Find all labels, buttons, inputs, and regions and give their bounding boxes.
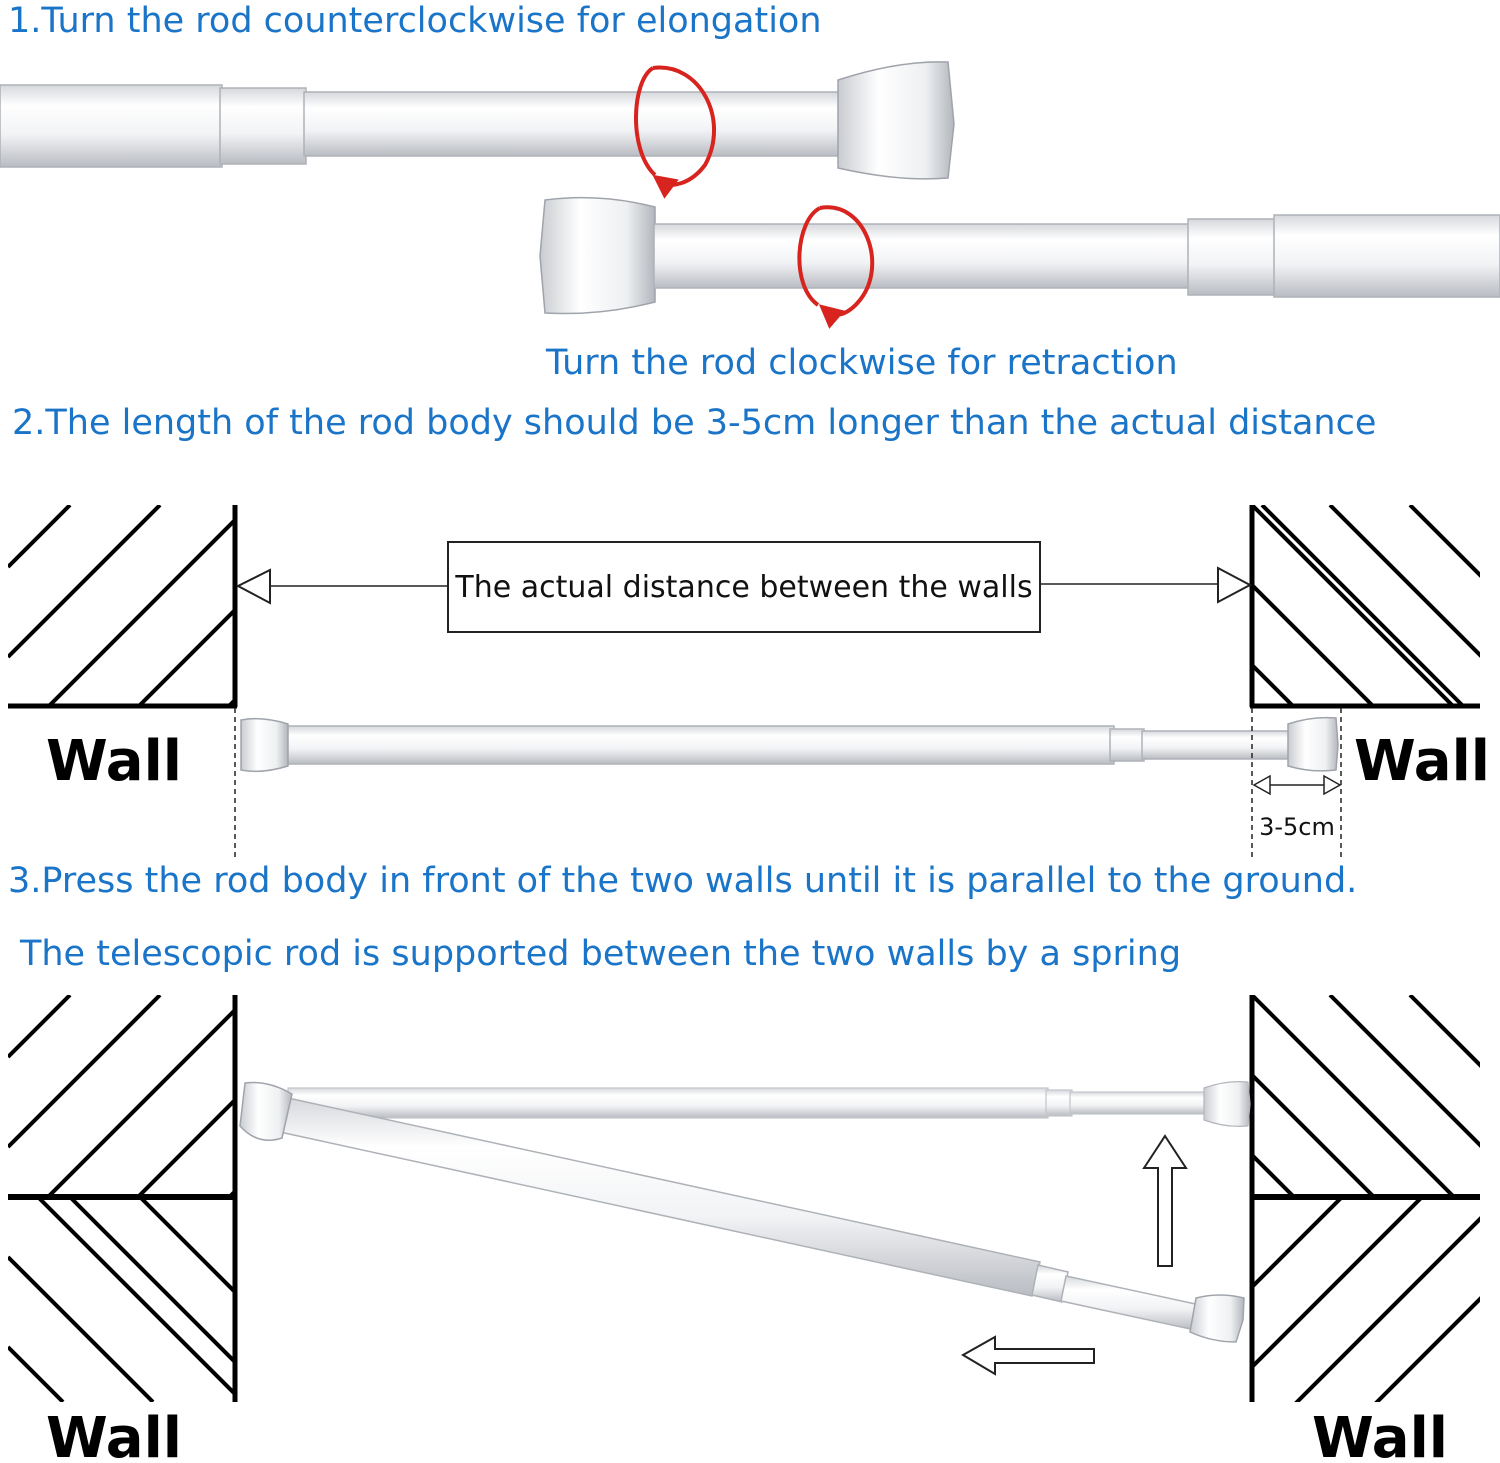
arrow-up-icon	[1142, 1134, 1188, 1267]
dashed-guides	[234, 708, 1342, 860]
step3-caption: 3.Press the rod body in front of the two…	[8, 861, 1357, 901]
rod-elongation	[0, 61, 955, 180]
rod-end-cap	[1189, 1294, 1245, 1343]
wall-label-bottom-left: Wall	[46, 1406, 182, 1463]
rod-end-cap	[1287, 716, 1339, 772]
retraction-caption: Turn the rod clockwise for retraction	[545, 343, 1178, 383]
bottom-right-wall	[1249, 995, 1480, 1402]
rod-end-cap	[239, 1081, 293, 1141]
rod-tilted	[239, 1081, 1245, 1343]
wall-label-right: Wall	[1354, 729, 1490, 794]
rod-end-cap	[837, 61, 955, 180]
extra-length-dimension: 3-5cm	[1252, 774, 1342, 841]
rod-end-cap	[539, 196, 656, 315]
bottom-left-wall	[8, 995, 238, 1402]
rotate-counterclockwise-icon	[634, 65, 716, 199]
arrow-left-icon	[961, 1335, 1095, 1376]
step3-subcaption: The telescopic rod is supported between …	[19, 934, 1181, 974]
distance-label-box	[447, 541, 1041, 633]
step2-caption: 2.The length of the rod body should be 3…	[12, 403, 1376, 443]
rod-measurement	[240, 716, 1339, 773]
rod-horizontal	[287, 1081, 1251, 1127]
distance-label: The actual distance between the walls	[454, 570, 1032, 605]
rod-end-cap	[240, 717, 289, 773]
right-wall	[1249, 505, 1480, 709]
left-wall	[8, 505, 238, 709]
distance-dimension: The actual distance between the walls	[235, 541, 1253, 633]
step1-caption: 1.Turn the rod counterclockwise for elon…	[8, 1, 822, 41]
rotate-clockwise-icon	[797, 205, 875, 329]
arrow-right-icon	[1217, 566, 1253, 604]
rod-retraction	[539, 196, 1500, 315]
extra-length-label: 3-5cm	[1259, 813, 1335, 841]
rod-end-cap	[1203, 1081, 1251, 1127]
wall-label-bottom-right: Wall	[1312, 1406, 1448, 1463]
arrow-left-icon	[235, 568, 271, 605]
wall-label-left: Wall	[46, 729, 182, 794]
